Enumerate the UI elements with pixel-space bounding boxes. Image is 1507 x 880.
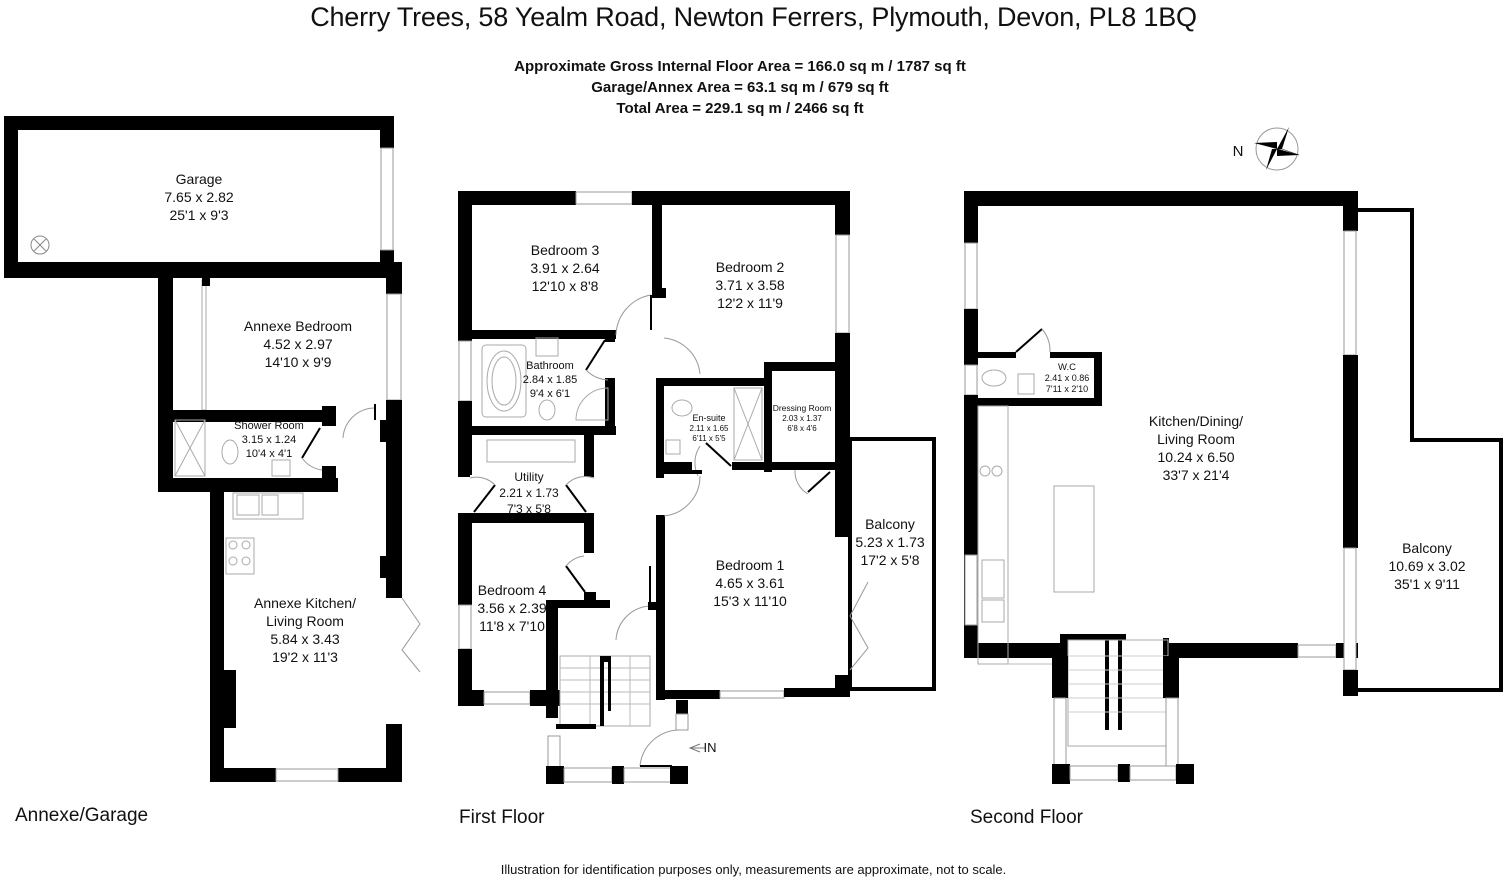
svg-text:15'3 x 11'10: 15'3 x 11'10 bbox=[713, 593, 787, 609]
svg-text:2.03 x 1.37: 2.03 x 1.37 bbox=[782, 414, 822, 423]
svg-text:Garage: Garage bbox=[176, 171, 223, 187]
svg-text:2.21 x 1.73: 2.21 x 1.73 bbox=[499, 486, 559, 500]
svg-text:2.11 x 1.65: 2.11 x 1.65 bbox=[690, 424, 730, 433]
svg-text:Bedroom 4: Bedroom 4 bbox=[478, 582, 547, 598]
entrance-arrow-icon bbox=[688, 743, 705, 753]
floor-label-annexe: Annexe/Garage bbox=[15, 805, 149, 826]
entrance-label: IN bbox=[704, 740, 717, 755]
svg-text:2.41 x 0.86: 2.41 x 0.86 bbox=[1045, 373, 1090, 383]
compass-rose-icon: N bbox=[1233, 127, 1300, 171]
room-label-en-suite: En-suite 2.11 x 1.65 6'11 x 5'5 bbox=[690, 413, 730, 443]
svg-text:11'8 x 7'10: 11'8 x 7'10 bbox=[479, 618, 545, 634]
gross-internal-area: Approximate Gross Internal Floor Area = … bbox=[514, 58, 966, 75]
svg-text:En-suite: En-suite bbox=[692, 413, 725, 423]
svg-text:19'2 x 11'3: 19'2 x 11'3 bbox=[272, 649, 338, 665]
compass-north-label: N bbox=[1233, 143, 1244, 160]
room-label-utility: Utility 2.21 x 1.73 7'3 x 5'8 bbox=[499, 470, 559, 516]
svg-text:4.52 x 2.97: 4.52 x 2.97 bbox=[263, 336, 332, 352]
svg-text:4.65 x 3.61: 4.65 x 3.61 bbox=[715, 575, 784, 591]
room-label-balcony-first: Balcony 5.23 x 1.73 17'2 x 5'8 bbox=[855, 516, 924, 568]
svg-text:Annexe Kitchen/: Annexe Kitchen/ bbox=[254, 595, 356, 611]
svg-text:Shower Room: Shower Room bbox=[234, 420, 304, 432]
room-label-kitchen-dining-living: Kitchen/Dining/ Living Room 10.24 x 6.50… bbox=[1149, 413, 1243, 483]
svg-text:Living Room: Living Room bbox=[1157, 431, 1235, 447]
svg-text:17'2 x 5'8: 17'2 x 5'8 bbox=[860, 552, 919, 568]
room-label-annexe-bedroom: Annexe Bedroom 4.52 x 2.97 14'10 x 9'9 bbox=[244, 318, 352, 370]
total-area: Total Area = 229.1 sq m / 2466 sq ft bbox=[616, 100, 864, 117]
light-fitting-icon bbox=[30, 235, 50, 255]
svg-text:14'10 x 9'9: 14'10 x 9'9 bbox=[265, 354, 332, 370]
svg-text:3.71 x 3.58: 3.71 x 3.58 bbox=[715, 277, 784, 293]
svg-text:7'11 x 2'10: 7'11 x 2'10 bbox=[1046, 384, 1088, 394]
svg-text:10.69 x 3.02: 10.69 x 3.02 bbox=[1388, 558, 1465, 574]
annexe-garage-plan bbox=[4, 116, 421, 782]
property-address-title: Cherry Trees, 58 Yealm Road, Newton Ferr… bbox=[310, 2, 1197, 32]
disclaimer-text: Illustration for identification purposes… bbox=[500, 862, 1007, 877]
room-label-dressing-room: Dressing Room 2.03 x 1.37 6'8 x 4'6 bbox=[773, 403, 832, 433]
svg-text:35'1 x 9'11: 35'1 x 9'11 bbox=[1394, 576, 1460, 592]
svg-text:Balcony: Balcony bbox=[1402, 540, 1452, 556]
room-label-bathroom: Bathroom 2.84 x 1.85 9'4 x 6'1 bbox=[523, 360, 577, 400]
svg-text:6'8 x 4'6: 6'8 x 4'6 bbox=[787, 424, 817, 433]
svg-text:Bedroom 2: Bedroom 2 bbox=[716, 259, 785, 275]
garage-annex-area: Garage/Annex Area = 63.1 sq m / 679 sq f… bbox=[591, 79, 889, 96]
svg-text:Annexe Bedroom: Annexe Bedroom bbox=[244, 318, 352, 334]
room-label-shower-room: Shower Room 3.15 x 1.24 10'4 x 4'1 bbox=[234, 420, 304, 460]
svg-text:12'2 x 11'9: 12'2 x 11'9 bbox=[717, 295, 783, 311]
svg-text:Dressing Room: Dressing Room bbox=[773, 403, 832, 413]
room-label-annexe-kitchen: Annexe Kitchen/ Living Room 5.84 x 3.43 … bbox=[254, 595, 356, 665]
floor-label-first: First Floor bbox=[459, 807, 545, 828]
svg-text:25'1 x 9'3: 25'1 x 9'3 bbox=[169, 207, 228, 223]
svg-text:5.23 x 1.73: 5.23 x 1.73 bbox=[855, 534, 924, 550]
svg-text:6'11 x 5'5: 6'11 x 5'5 bbox=[692, 434, 726, 443]
svg-text:3.15 x 1.24: 3.15 x 1.24 bbox=[242, 434, 296, 446]
floor-label-second: Second Floor bbox=[970, 807, 1084, 828]
svg-text:2.84 x 1.85: 2.84 x 1.85 bbox=[523, 374, 577, 386]
svg-text:Bedroom 1: Bedroom 1 bbox=[716, 557, 785, 573]
svg-text:Living Room: Living Room bbox=[266, 613, 344, 629]
svg-text:33'7 x 21'4: 33'7 x 21'4 bbox=[1163, 467, 1230, 483]
svg-text:12'10 x 8'8: 12'10 x 8'8 bbox=[532, 278, 599, 294]
svg-text:7'3 x 5'8: 7'3 x 5'8 bbox=[507, 502, 551, 516]
svg-text:Balcony: Balcony bbox=[865, 516, 915, 532]
svg-text:3.91 x 2.64: 3.91 x 2.64 bbox=[530, 260, 599, 276]
svg-text:9'4 x 6'1: 9'4 x 6'1 bbox=[530, 388, 570, 400]
svg-text:W.C: W.C bbox=[1058, 362, 1076, 373]
svg-text:Bathroom: Bathroom bbox=[526, 360, 574, 372]
room-label-bedroom-2: Bedroom 2 3.71 x 3.58 12'2 x 11'9 bbox=[715, 259, 784, 311]
svg-text:Utility: Utility bbox=[514, 470, 543, 484]
room-label-bedroom-4: Bedroom 4 3.56 x 2.39 11'8 x 7'10 bbox=[477, 582, 546, 634]
room-label-balcony-second: Balcony 10.69 x 3.02 35'1 x 9'11 bbox=[1388, 540, 1465, 592]
svg-text:7.65 x 2.82: 7.65 x 2.82 bbox=[164, 189, 233, 205]
room-label-wc: W.C 2.41 x 0.86 7'11 x 2'10 bbox=[1045, 362, 1090, 394]
area-summary: Approximate Gross Internal Floor Area = … bbox=[0, 56, 1480, 119]
second-floor-plan bbox=[964, 191, 1503, 784]
svg-text:10'4 x 4'1: 10'4 x 4'1 bbox=[246, 448, 292, 460]
svg-text:3.56 x 2.39: 3.56 x 2.39 bbox=[477, 600, 546, 616]
svg-text:Bedroom 3: Bedroom 3 bbox=[531, 242, 600, 258]
room-label-bedroom-3: Bedroom 3 3.91 x 2.64 12'10 x 8'8 bbox=[530, 242, 599, 294]
room-label-bedroom-1: Bedroom 1 4.65 x 3.61 15'3 x 11'10 bbox=[713, 557, 787, 609]
room-label-garage: Garage 7.65 x 2.82 25'1 x 9'3 bbox=[164, 171, 233, 223]
svg-text:Kitchen/Dining/: Kitchen/Dining/ bbox=[1149, 413, 1243, 429]
svg-text:5.84 x 3.43: 5.84 x 3.43 bbox=[270, 631, 339, 647]
first-floor-plan bbox=[458, 191, 936, 784]
svg-text:10.24 x 6.50: 10.24 x 6.50 bbox=[1157, 449, 1234, 465]
